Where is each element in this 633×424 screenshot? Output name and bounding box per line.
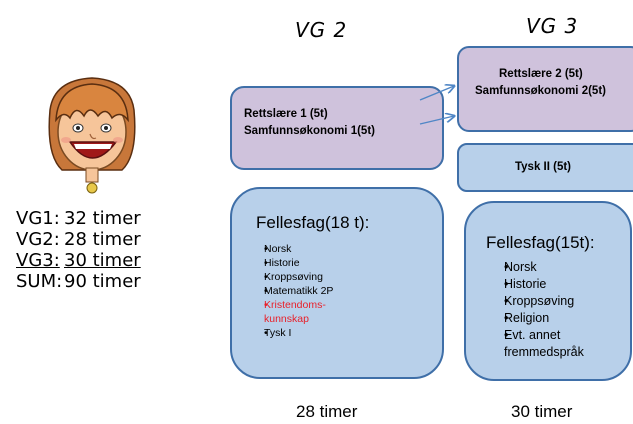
vg3-language-label: Tysk II (5t) [514,161,572,173]
vg3-common-list: Norsk Historie Kroppsøving Religion Evt.… [478,259,584,361]
vg3-common-title: Fellesfag(15t): [486,233,595,252]
vg2-title: VG 2 [295,18,348,42]
vg3-language-box: Tysk II (5t) [457,143,633,192]
progression-arrows [419,78,458,125]
vg2-electives-box: Rettslære 1 (5t) Samfunnsøkonomi 1(5t) [230,86,444,170]
list-item-highlighted: Kristendoms- kunnskap [242,298,333,326]
vg2-common-title: Fellesfag(18 t): [256,213,370,232]
list-item: Norsk [242,242,333,256]
vg3-electives-box: Rettslære 2 (5t) Samfunnsøkonomi 2(5t) [457,46,633,132]
list-item: Historie [478,276,584,293]
summary-row-sum: SUM: 90 timer [16,271,141,292]
list-item: Evt. annet fremmedspråk [478,327,584,361]
summary-value: 28 timer [64,229,141,250]
vg2-common-box: Fellesfag(18 t): Norsk Historie Kroppsøv… [230,187,444,379]
summary-row-vg2: VG2: 28 timer [16,229,141,250]
summary-value: 90 timer [64,271,141,292]
summary-key: SUM: [16,271,63,292]
list-item: Norsk [478,259,584,276]
vg2-elective-2: Samfunnsøkonomi 1(5t) [244,125,375,137]
vg3-elective-1: Rettslære 2 (5t) [499,68,583,80]
summary-value: 32 timer [64,208,141,229]
cartoon-girl-face-icon [48,77,136,194]
vg2-elective-1: Rettslære 1 (5t) [244,108,328,120]
summary-key: VG1: [16,208,60,229]
arrow-upper [419,86,454,101]
vg3-title: VG 3 [526,14,579,38]
arrow-lower [419,116,454,125]
vg3-total: 30 timer [511,402,573,421]
list-item: Kroppsøving [478,293,584,310]
summary-key: VG3: [16,250,60,271]
list-item: Religion [478,310,584,327]
vg2-common-list: Norsk Historie Kroppsøving Matematikk 2P… [242,242,333,340]
summary-row-vg3: VG3: 30 timer [16,250,141,271]
summary-key: VG2: [16,229,60,250]
summary-row-vg1: VG1: 32 timer [16,208,141,229]
vg2-total: 28 timer [296,402,358,421]
list-item: Tysk I [242,326,333,340]
vg3-elective-2: Samfunnsøkonomi 2(5t) [475,85,606,97]
list-item: Historie [242,256,333,270]
vg3-common-box: Fellesfag(15t): Norsk Historie Kroppsøvi… [464,201,632,381]
list-item: Matematikk 2P [242,284,333,298]
summary-value: 30 timer [64,250,141,271]
list-item: Kroppsøving [242,270,333,284]
hours-summary: VG1: 32 timer VG2: 28 timer VG3: 30 time… [16,208,141,292]
